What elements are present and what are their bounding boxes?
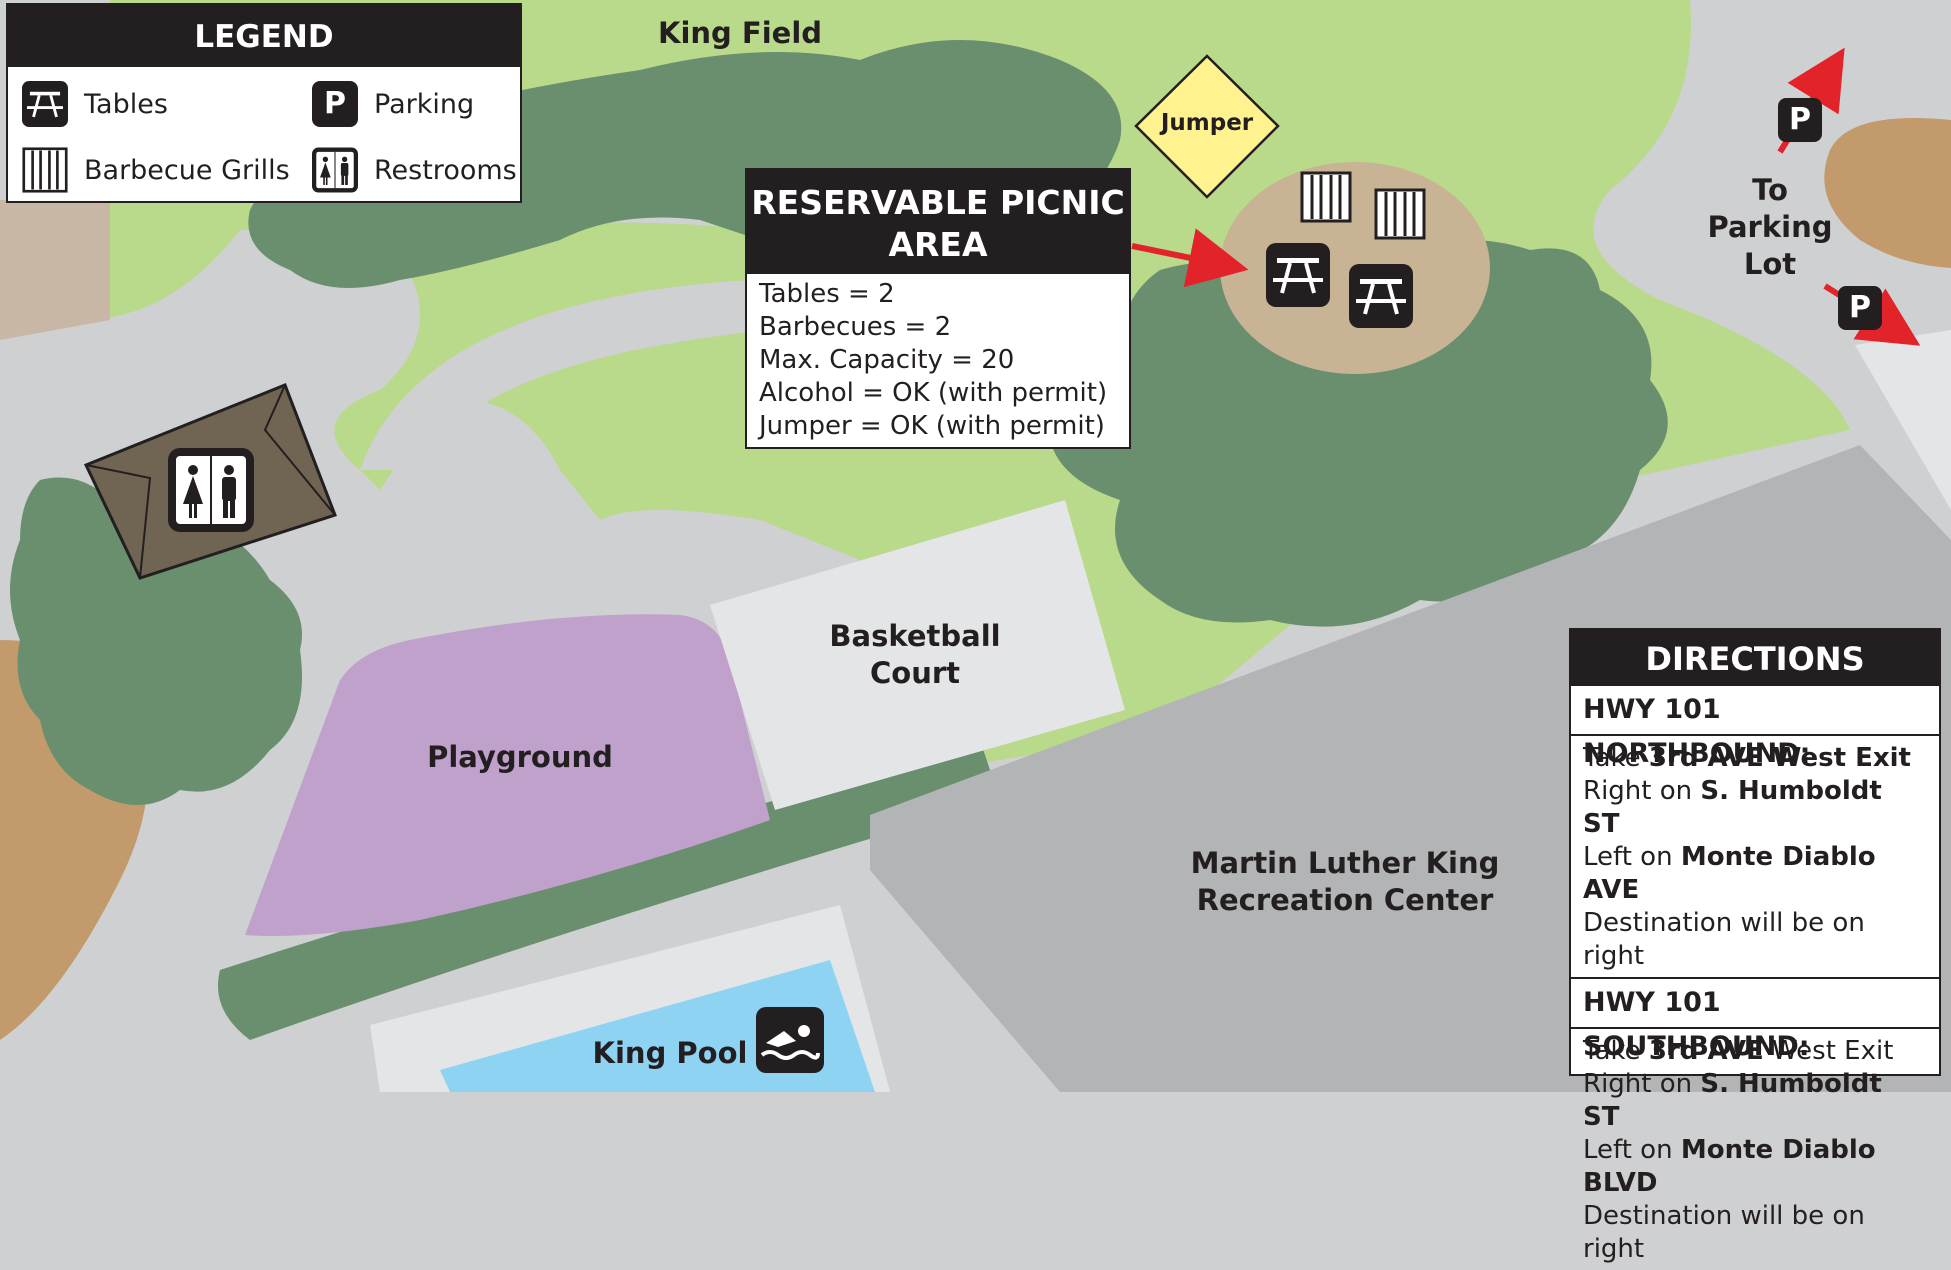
recreation-center-label: Martin Luther King Recreation Center bbox=[1190, 846, 1500, 917]
directions-panel: DIRECTIONS HWY 101 NORTHBOUND: Take 3rd … bbox=[1569, 628, 1941, 1264]
direction-step: Destination will be on right bbox=[1583, 908, 1865, 971]
dirt-patch-right bbox=[1824, 118, 1951, 268]
legend-item-parking: P Parking bbox=[312, 81, 474, 127]
restroom-icon bbox=[168, 448, 254, 532]
tree-strip-bottom bbox=[218, 740, 1000, 1040]
jumper-sign bbox=[1134, 54, 1280, 199]
legend-label: Barbecue Grills bbox=[84, 154, 290, 186]
picnic-detail-row: Jumper = OK (with permit) bbox=[759, 411, 1105, 441]
legend-item-tables: Tables bbox=[22, 81, 168, 127]
picnic-detail-row: Max. Capacity = 20 bbox=[759, 345, 1015, 375]
picnic-table-icon bbox=[1266, 243, 1330, 307]
picnic-area-info-panel: RESERVABLE PICNIC AREA Tables = 2 Barbec… bbox=[745, 168, 1131, 449]
legend-label: Parking bbox=[374, 88, 475, 120]
barbecue-grill-icon bbox=[22, 147, 68, 193]
direction-step: Take 3rd AVE West Exit bbox=[1583, 743, 1911, 773]
legend-label: Tables bbox=[84, 88, 168, 120]
northbound-steps: Take 3rd AVE West Exit Right on S. Humbo… bbox=[1571, 736, 1939, 977]
path-curve-middle bbox=[360, 280, 770, 470]
basketball-court-label: Basketball Court bbox=[829, 619, 1001, 690]
tree-canopy-right bbox=[1043, 240, 1668, 627]
picnic-table-icon bbox=[22, 81, 68, 127]
barbecue-grill-icon bbox=[1374, 188, 1426, 240]
picnic-detail-row: Barbecues = 2 bbox=[759, 312, 952, 342]
picnic-detail-row: Tables = 2 bbox=[759, 279, 895, 309]
parking-icon: P bbox=[1838, 286, 1882, 330]
to-parking-lot-label: To Parking Lot bbox=[1707, 173, 1833, 281]
basketball-court bbox=[710, 500, 1125, 810]
direction-step: Left on Monte Diablo AVE bbox=[1583, 842, 1876, 905]
direction-step: Left on Monte Diablo BLVD bbox=[1583, 1135, 1876, 1198]
jumper-label: Jumper bbox=[1160, 110, 1254, 136]
parking-icon: P bbox=[1778, 98, 1822, 142]
northbound-heading: HWY 101 NORTHBOUND: bbox=[1571, 686, 1939, 769]
playground-area bbox=[245, 614, 770, 936]
direction-step: Right on S. Humboldt ST bbox=[1583, 1069, 1882, 1132]
directions-title: DIRECTIONS bbox=[1571, 630, 1939, 686]
southbound-heading: HWY 101 SOUTHBOUND: bbox=[1571, 977, 1939, 1062]
direction-step: Take 3rd AVE West Exit bbox=[1583, 1036, 1894, 1066]
picnic-table-icon bbox=[1349, 264, 1413, 328]
legend-title: LEGEND bbox=[8, 5, 520, 67]
swimming-icon bbox=[756, 1007, 824, 1073]
parking-icon: P bbox=[312, 81, 358, 127]
legend-panel: LEGEND Tables P Parking Barbecue Grills bbox=[6, 3, 522, 203]
direction-step: Destination will be on right bbox=[1583, 1201, 1865, 1264]
picnic-detail-row: Alcohol = OK (with permit) bbox=[759, 378, 1108, 408]
playground-label: Playground bbox=[427, 740, 613, 774]
picnic-arrow bbox=[1131, 228, 1249, 288]
legend-label: Restrooms bbox=[374, 154, 517, 186]
legend-item-barbecue-grills: Barbecue Grills bbox=[22, 147, 290, 193]
tree-canopy-left bbox=[10, 477, 302, 805]
picnic-area-title: RESERVABLE PICNIC AREA bbox=[747, 170, 1129, 274]
dirt-patch-top-left bbox=[0, 200, 110, 340]
king-field-label: King Field bbox=[657, 16, 823, 50]
picnic-area-details: Tables = 2 Barbecues = 2 Max. Capacity =… bbox=[747, 274, 1129, 447]
southbound-steps: Take 3rd AVE West Exit Right on S. Humbo… bbox=[1571, 1029, 1939, 1270]
restroom-icon bbox=[312, 147, 358, 193]
barbecue-grill-icon bbox=[1300, 171, 1352, 223]
legend-item-restrooms: Restrooms bbox=[312, 147, 517, 193]
recreation-center-annex bbox=[1855, 330, 1951, 510]
king-pool-label: King Pool bbox=[592, 1036, 748, 1070]
direction-step: Right on S. Humboldt ST bbox=[1583, 776, 1882, 839]
